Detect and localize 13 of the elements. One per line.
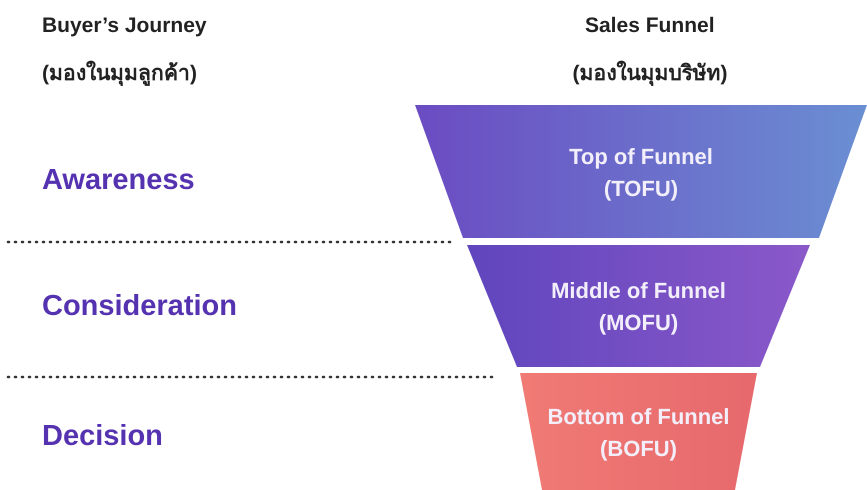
stage-label: Consideration — [42, 290, 237, 323]
funnel-bottom-section — [520, 373, 757, 490]
stage-label: Decision — [42, 420, 163, 453]
column-heading: Sales Funnel — [585, 14, 715, 38]
funnel-middle-section — [467, 245, 810, 367]
funnel-label: Middle of Funnel (MOFU) — [550, 277, 727, 337]
funnel-label: Bottom of Funnel (BOFU) — [546, 403, 731, 463]
column-subheading: (มองในมุมบริษัท) — [572, 60, 728, 88]
column-subheading: (มองในมุมลูกค้า) — [42, 60, 197, 88]
column-heading: Buyer’s Journey — [42, 14, 207, 38]
stage-label: Awareness — [42, 164, 195, 197]
funnel-top-section — [415, 105, 867, 238]
funnel-label: Top of Funnel (TOFU) — [568, 143, 714, 203]
